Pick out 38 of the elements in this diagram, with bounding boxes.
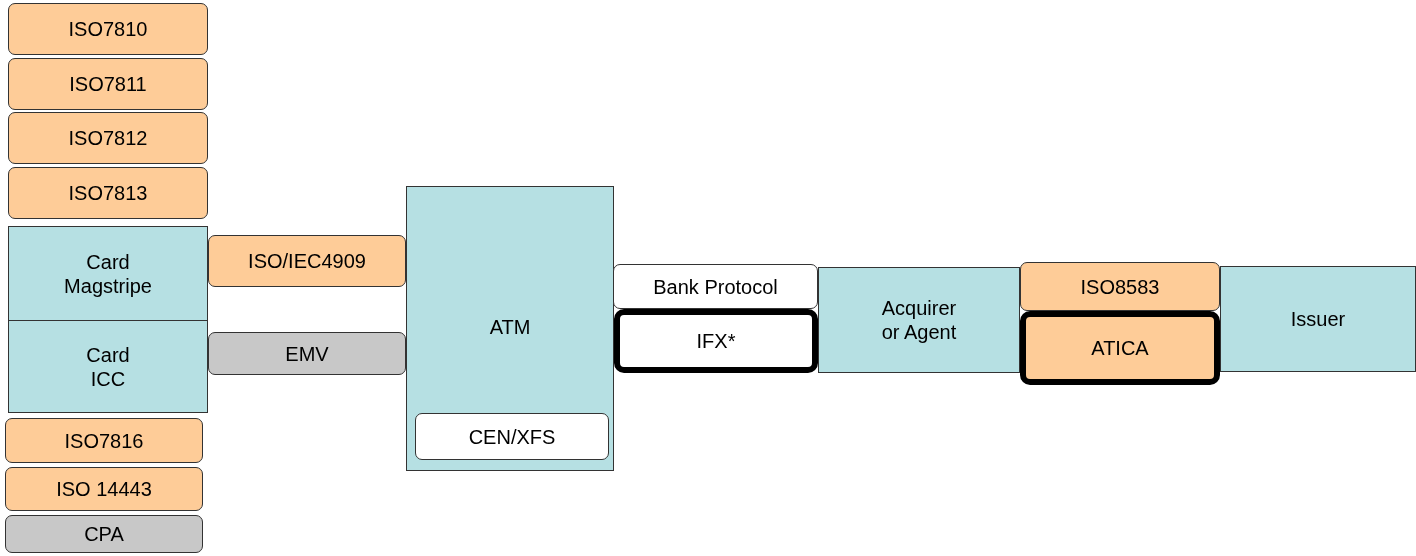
box-label: Card ICC bbox=[85, 342, 131, 391]
box-label: ISO8583 bbox=[1080, 274, 1160, 299]
component-panel bbox=[8, 226, 208, 321]
box-label: CPA bbox=[84, 522, 124, 546]
box-label: ISO7813 bbox=[68, 181, 148, 205]
standard-box bbox=[208, 235, 406, 287]
box-label: ISO 14443 bbox=[56, 477, 152, 501]
component-panel bbox=[8, 320, 208, 413]
box-label: ATICA bbox=[1091, 336, 1149, 360]
standard-box bbox=[208, 332, 406, 375]
box-label: ISO7812 bbox=[68, 126, 148, 150]
component-panel bbox=[1220, 266, 1416, 372]
box-label: ISO7811 bbox=[69, 72, 147, 96]
component-panel bbox=[818, 267, 1020, 373]
standard-box bbox=[1020, 262, 1220, 311]
standard-box bbox=[5, 418, 203, 463]
standard-box bbox=[5, 515, 203, 553]
standard-box bbox=[5, 467, 203, 511]
standard-box bbox=[8, 3, 208, 55]
box-label: Acquirer or Agent bbox=[880, 296, 958, 344]
box-label: ISO7810 bbox=[68, 17, 148, 41]
box-label: Bank Protocol bbox=[653, 274, 778, 299]
box-label: ISO7816 bbox=[64, 428, 144, 453]
box-label: CEN/XFS bbox=[468, 424, 556, 449]
protocol-box bbox=[613, 264, 818, 309]
standard-box bbox=[8, 167, 208, 219]
box-label: Issuer bbox=[1290, 307, 1346, 331]
box-label: IFX* bbox=[696, 329, 736, 353]
box-label: Card Magstripe bbox=[63, 249, 153, 298]
protocol-box bbox=[415, 413, 609, 460]
box-label: ISO/IEC4909 bbox=[248, 249, 366, 273]
standard-box bbox=[8, 58, 208, 110]
standard-box bbox=[8, 112, 208, 164]
component-panel bbox=[406, 186, 614, 471]
box-label: ATM bbox=[489, 315, 531, 339]
protocol-box bbox=[614, 309, 818, 373]
box-label: EMV bbox=[285, 341, 329, 366]
standard-box bbox=[1020, 311, 1220, 385]
